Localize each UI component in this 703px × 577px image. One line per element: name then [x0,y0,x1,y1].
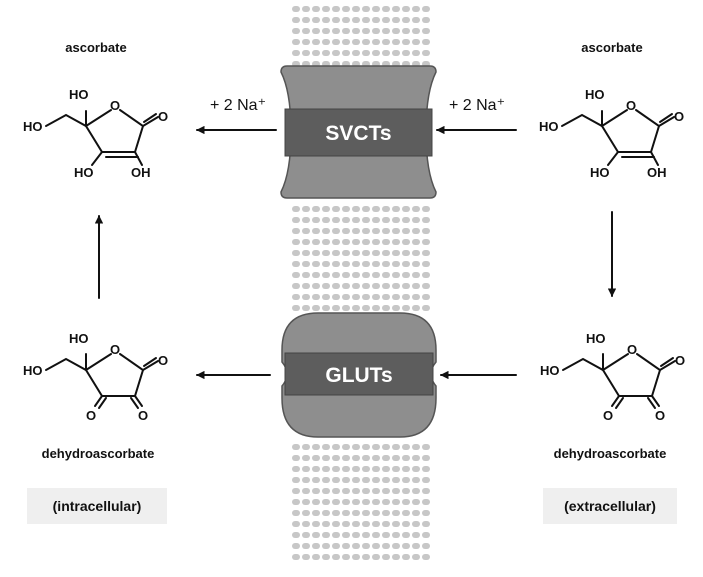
ascorbate-label-left: ascorbate [65,40,126,55]
carbonyl-oxygen-label: O [158,353,168,368]
dehydroascorbate-structure-left: HO HO O O O O [23,331,168,423]
ring-oxygen-label: O [627,342,637,357]
svct-transporter: SVCTs [280,65,437,199]
ascorbate-label-right: ascorbate [581,40,642,55]
extracellular-label: (extracellular) [564,498,656,514]
hydroxyl-label: HO [69,87,89,102]
dehydroascorbate-label-right: dehydroascorbate [554,446,667,461]
hydroxyl-label: HO [585,87,605,102]
hydroxyl-label: HO [590,165,610,180]
ascorbate-structure-right: HO HO O O HO OH [539,87,684,180]
hydroxyl-label: HO [586,331,606,346]
carbonyl-oxygen-label: O [603,408,613,423]
carbonyl-oxygen-label: O [675,353,685,368]
extracellular-box: (extracellular) [543,488,677,524]
hydroxyl-label: HO [539,119,559,134]
hydroxyl-label: HO [74,165,94,180]
hydroxyl-label: HO [540,363,560,378]
hydroxyl-label: OH [647,165,667,180]
dehydroascorbate-label-left: dehydroascorbate [42,446,155,461]
svct-label: SVCTs [325,122,391,145]
sodium-label-right: + 2 Na⁺ [449,97,505,114]
carbonyl-oxygen-label: O [138,408,148,423]
hydroxyl-label: HO [23,119,43,134]
hydroxyl-label: HO [23,363,43,378]
ring-oxygen-label: O [110,98,120,113]
glut-transporter: GLUTs [281,312,437,438]
carbonyl-oxygen-label: O [86,408,96,423]
hydroxyl-label: HO [69,331,89,346]
intracellular-label: (intracellular) [53,498,142,514]
carbonyl-oxygen-label: O [158,109,168,124]
dehydroascorbate-structure-right: HO HO O O O O [540,331,685,423]
ring-oxygen-label: O [626,98,636,113]
ascorbate-structure-left: HO HO O O HO OH [23,87,168,180]
sodium-label-left: + 2 Na⁺ [210,97,266,114]
carbonyl-oxygen-label: O [674,109,684,124]
carbonyl-oxygen-label: O [655,408,665,423]
hydroxyl-label: OH [131,165,151,180]
intracellular-box: (intracellular) [27,488,167,524]
glut-label: GLUTs [325,364,392,387]
ring-oxygen-label: O [110,342,120,357]
